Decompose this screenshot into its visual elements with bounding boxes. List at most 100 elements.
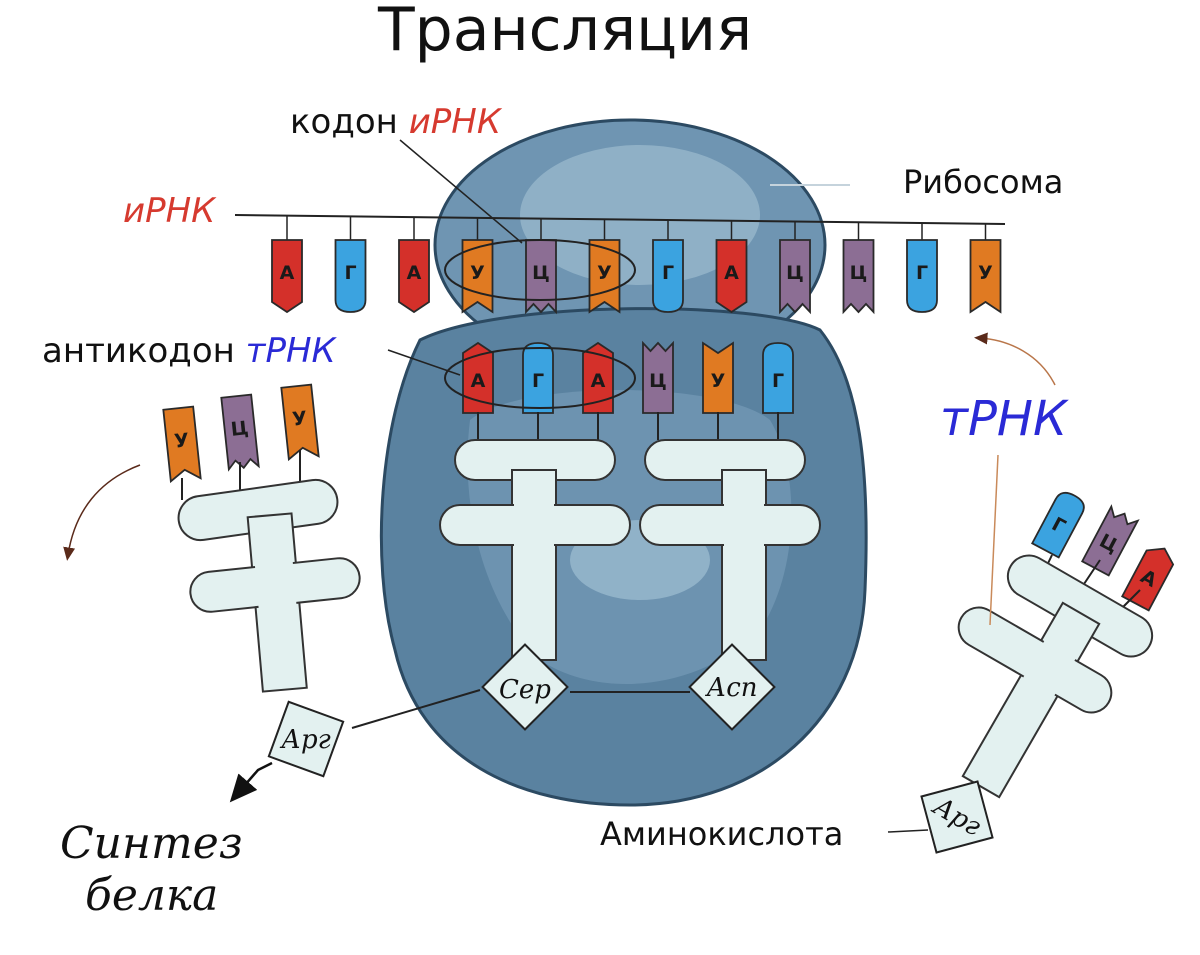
ribosome-label: Рибосома xyxy=(903,163,1063,201)
mrna-base-11-letter: У xyxy=(978,262,993,284)
anticodon-base-5-shape xyxy=(762,342,794,414)
anticodon-base-3-shape xyxy=(642,340,674,414)
mrna-base-0-letter: А xyxy=(280,262,295,284)
codon-label-mrna: иРНК xyxy=(409,102,503,142)
mrna-base-2-shape xyxy=(398,239,430,314)
mrna-base-1-shape xyxy=(334,239,367,313)
amino-acid-label: Аминокислота xyxy=(600,815,843,853)
mrna-base-10: Г xyxy=(906,239,938,313)
left-trna-base-1-letter: Ц xyxy=(230,417,250,441)
left-trna-base-0-letter: У xyxy=(173,429,190,452)
codon-highlight xyxy=(444,239,636,301)
mrna-base-8-letter: Ц xyxy=(786,262,804,284)
amino-acid-right: Арг xyxy=(920,780,994,854)
anticodon-base-0-letter: А xyxy=(471,370,486,392)
anticodon-base-4-letter: У xyxy=(711,370,726,392)
amino-acid-center-1-label: Сер xyxy=(499,675,551,705)
anticodon-label-prefix: антикодон xyxy=(42,331,246,371)
mrna-base-6: Г xyxy=(652,239,684,313)
mrna-base-2-letter: А xyxy=(407,262,422,284)
mrna-base-1: Г xyxy=(334,239,367,313)
mrna-base-7: А xyxy=(715,239,748,314)
mrna-base-4-shape xyxy=(525,239,557,315)
anticodon-pointer xyxy=(387,349,461,376)
trna-pointer-line xyxy=(989,454,999,626)
left-trna-base-2-shape xyxy=(280,383,320,462)
codon-label: кодон иРНК xyxy=(290,102,503,142)
anticodon-base-5-letter: Г xyxy=(772,370,784,392)
right-trna-base-1: Ц xyxy=(1080,504,1140,577)
anticodon-base-1: Г xyxy=(522,342,554,414)
mrna-base-6-letter: Г xyxy=(662,262,674,284)
codon-pointer xyxy=(399,139,523,244)
anticodon-base-4-shape xyxy=(702,341,734,414)
right-trna-base-0: Г xyxy=(1030,491,1085,559)
codon-label-prefix: кодон xyxy=(290,102,409,142)
left-trna-base-0: У xyxy=(162,405,202,484)
anticodon-base-2-letter: А xyxy=(591,370,606,392)
trna-center-1 xyxy=(439,412,631,661)
synthesis-label-line1: Синтез xyxy=(60,818,243,869)
trna-center-2 xyxy=(639,412,821,661)
mrna-base-9-shape xyxy=(842,239,875,315)
mrna-base-10-shape xyxy=(906,239,938,313)
anticodon-base-2-shape xyxy=(582,341,614,414)
mrna-base-7-letter: А xyxy=(724,262,739,284)
anticodon-label: антикодон тРНК xyxy=(42,331,338,371)
mrna-base-3-letter: У xyxy=(470,262,485,284)
trna-right: ГЦА xyxy=(957,491,1175,799)
amino-acid-left: Арг xyxy=(267,700,345,778)
anticodon-base-1-shape xyxy=(522,342,554,414)
mrna-base-5-letter: У xyxy=(597,262,612,284)
mrna-base-2: А xyxy=(398,239,430,314)
mrna-strand xyxy=(234,214,1006,225)
right-trna-base-1-shape xyxy=(1080,504,1140,577)
mrna-base-4-letter: Ц xyxy=(532,262,550,284)
amino-acid-center-2-label: Асп xyxy=(705,673,758,703)
amino-acid-pointer xyxy=(887,829,929,833)
mrna-base-0-shape xyxy=(271,239,303,314)
amino-acid-center-1: Сер xyxy=(481,643,569,731)
mrna-base-11: У xyxy=(969,239,1002,314)
anticodon-highlight xyxy=(444,347,636,409)
mrna-base-4: Ц xyxy=(525,239,557,315)
right-trna-base-0-shape xyxy=(1030,491,1085,559)
amino-acid-left-label: Арг xyxy=(279,725,330,755)
title: Трансляция xyxy=(377,0,752,65)
mrna-base-9-letter: Ц xyxy=(850,262,868,284)
anticodon-base-1-letter: Г xyxy=(532,370,544,392)
anticodon-base-4: У xyxy=(702,341,734,414)
left-trna-base-2: У xyxy=(280,383,320,462)
arrow-trna-in xyxy=(974,332,1056,386)
anticodon-base-0-shape xyxy=(462,341,494,414)
mrna-base-10-letter: Г xyxy=(916,262,928,284)
mrna-base-0: А xyxy=(271,239,303,314)
left-trna-base-2-letter: У xyxy=(291,407,308,430)
synthesis-label-line2: белка xyxy=(85,870,218,921)
anticodon-base-0: А xyxy=(462,341,494,414)
left-trna-base-0-shape xyxy=(162,405,202,484)
anticodon-base-2: А xyxy=(582,341,614,414)
trna-label: тРНК xyxy=(940,391,1069,447)
mrna-label: иРНК xyxy=(123,191,217,231)
arrow-synthesis xyxy=(229,761,273,803)
arrow-trna-out xyxy=(63,464,141,561)
peptide-bond-1 xyxy=(351,689,481,729)
left-trna-base-1: Ц xyxy=(220,393,260,472)
anticodon-label-trna: тРНК xyxy=(246,331,338,371)
mrna-base-11-shape xyxy=(969,239,1002,314)
anticodon-base-3-letter: Ц xyxy=(649,370,667,392)
mrna-base-1-letter: Г xyxy=(344,262,356,284)
anticodon-base-3: Ц xyxy=(642,340,674,414)
mrna-base-7-shape xyxy=(715,239,748,314)
amino-acid-center-2: Асп xyxy=(688,643,776,731)
anticodon-base-5: Г xyxy=(762,342,794,414)
left-trna-base-1-shape xyxy=(220,393,260,472)
mrna-base-9: Ц xyxy=(842,239,875,315)
mrna-base-8-shape xyxy=(779,239,811,315)
